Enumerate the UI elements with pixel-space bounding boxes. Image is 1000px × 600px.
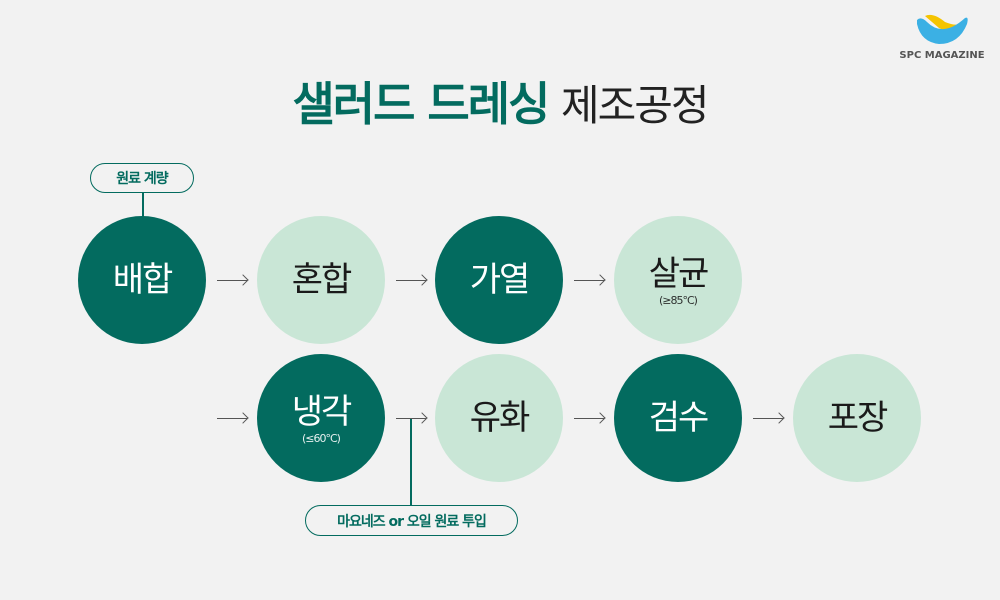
step-mixing-ingredients: 배합 [78,216,206,344]
step-label: 검수 [648,398,710,438]
arrow-right-icon [574,280,604,281]
arrow-right-icon [396,418,426,419]
step-heating: 가열 [435,216,563,344]
step-label: 유화 [469,398,531,438]
arrow-right-icon [217,418,247,419]
page-title: 샐러드 드레싱 제조공정 [0,68,1000,134]
arrow-right-icon [753,418,783,419]
step-packaging: 포장 [793,354,921,482]
arrow-right-icon [396,280,426,281]
step-label: 살균 [648,253,710,294]
step-label: 냉각 [291,391,353,432]
step-label: 포장 [827,398,889,438]
title-regular: 제조공정 [561,81,710,130]
step-inspection: 검수 [614,354,742,482]
step-emulsification: 유화 [435,354,563,482]
step-label: 가열 [469,260,531,300]
connector-line [410,418,412,506]
title-bold: 샐러드 드레싱 [292,77,550,131]
connector-line [142,192,144,218]
note-input: 마요네즈 or 오일 원료 투입 [305,505,518,536]
logo-text: SPC MAGAZINE [899,50,985,61]
logo-bowl-icon [917,14,968,44]
step-cooling: 냉각(≤60°C) [257,354,385,482]
step-label: 배합 [112,260,174,300]
note-weighing: 원료 계량 [90,163,194,193]
step-condition: (≤60°C) [302,431,341,445]
step-condition: (≥85°C) [659,293,698,307]
arrow-right-icon [217,280,247,281]
arrow-right-icon [574,418,604,419]
step-blending: 혼합 [257,216,385,344]
step-label: 혼합 [291,260,353,300]
step-sterilization: 살균(≥85°C) [614,216,742,344]
spc-logo: SPC MAGAZINE [896,12,988,61]
